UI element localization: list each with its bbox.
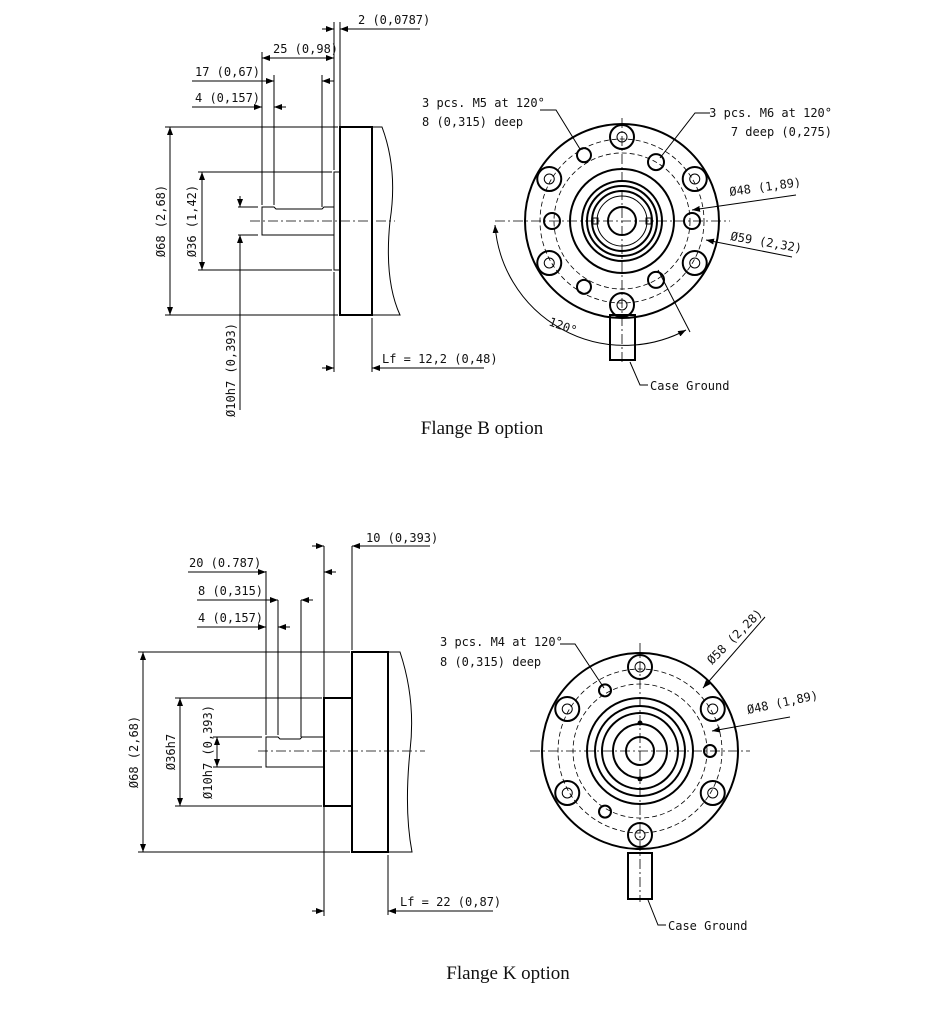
mounting-hole	[689, 257, 701, 269]
hub	[323, 697, 353, 807]
mounting-hole	[689, 173, 701, 185]
tapped-hole-m6	[647, 153, 665, 172]
tapped-hole-m4	[598, 683, 612, 698]
mounting-hole	[543, 257, 555, 269]
mounting-hole	[634, 829, 646, 841]
tapped-hole-m5	[576, 278, 592, 295]
dim-25: 25 (0,98)	[273, 42, 338, 56]
note-dia58: Ø58 (2,28)	[704, 606, 765, 667]
mounting-hole	[543, 173, 555, 185]
dim-lf: Lf = 22 (0,87)	[400, 895, 501, 909]
dim-8: 8 (0,315)	[198, 584, 263, 598]
case-ground-connector	[609, 314, 636, 361]
shaft	[261, 206, 335, 236]
mounting-hole	[627, 822, 653, 848]
mounting-hole	[699, 780, 726, 806]
dim-17: 17 (0,67)	[195, 65, 260, 79]
note-m6-line2: 7 deep (0,275)	[731, 125, 832, 139]
dim-4: 4 (0,157)	[195, 91, 260, 105]
dim-4: 4 (0,157)	[198, 611, 263, 625]
flange-b-side-view: 2 (0,0787) 25 (0,98) 17 (0,67) 4 (0,157)…	[154, 13, 498, 417]
shaft	[265, 736, 325, 768]
dim-10: 10 (0,393)	[366, 531, 438, 545]
mounting-hole	[681, 250, 708, 276]
note-m4-line1: 3 pcs. M4 at 120°	[440, 635, 563, 649]
mounting-hole	[699, 696, 726, 722]
note-case-ground: Case Ground	[650, 379, 729, 393]
dim-dia68: Ø68 (2,68)	[127, 716, 141, 788]
dim-dia36: Ø36 (1,42)	[185, 185, 199, 257]
dim-20: 20 (0.787)	[189, 556, 261, 570]
caption-flange-k: Flange K option	[446, 963, 570, 984]
mounting-hole	[536, 250, 563, 276]
note-m5-line1: 3 pcs. M5 at 120°	[422, 96, 545, 110]
mounting-hole	[681, 166, 708, 192]
tapped-hole-m5	[576, 147, 592, 164]
housing-break	[388, 651, 413, 853]
dim-dia10: Ø10h7 (0,393)	[224, 323, 238, 417]
mounting-hole	[554, 780, 581, 806]
caption-flange-b: Flange B option	[421, 418, 544, 439]
flange-body	[351, 651, 389, 853]
mounting-hole	[707, 703, 719, 715]
case-ground-connector	[627, 852, 653, 900]
tapped-hole-m5	[683, 212, 701, 230]
tapped-hole-m5	[543, 212, 561, 230]
mounting-hole	[627, 654, 653, 680]
dim-2: 2 (0,0787)	[358, 13, 430, 27]
angle-arc	[492, 224, 687, 346]
mounting-hole	[707, 787, 719, 799]
mounting-hole	[561, 787, 573, 799]
mounting-hole	[554, 696, 581, 722]
note-m5-line2: 8 (0,315) deep	[422, 115, 523, 129]
dim-lf: Lf = 12,2 (0,48)	[382, 352, 498, 366]
note-dia48: Ø48 (1,89)	[746, 688, 820, 717]
mounting-hole	[616, 299, 628, 311]
flange-k-front-view: 3 pcs. M4 at 120° 8 (0,315) deep Ø58 (2,…	[440, 606, 819, 933]
dim-dia68: Ø68 (2,68)	[154, 185, 168, 257]
mounting-hole	[561, 703, 573, 715]
dim-dia10: Ø10h7 (0,393)	[201, 705, 215, 799]
mounting-hole	[634, 661, 646, 673]
flange-k-side-view: 10 (0,393) 20 (0.787) 8 (0,315) 4 (0,157…	[127, 531, 501, 916]
note-m4-line2: 8 (0,315) deep	[440, 655, 541, 669]
note-case-ground: Case Ground	[668, 919, 747, 933]
note-m6-line1: 3 pcs. M6 at 120°	[709, 106, 832, 120]
note-angle: 120°	[547, 315, 579, 338]
tapped-hole-m4	[703, 744, 717, 758]
dim-dia36: Ø36h7	[164, 734, 178, 770]
flange-b-front-view: 3 pcs. M5 at 120° 8 (0,315) deep 3 pcs. …	[422, 96, 832, 393]
tapped-hole-m6	[647, 270, 665, 289]
mounting-hole	[609, 292, 635, 318]
tapped-hole-m4	[598, 804, 612, 819]
mounting-hole	[616, 131, 628, 143]
mounting-hole	[609, 124, 635, 150]
mounting-hole	[536, 166, 563, 192]
